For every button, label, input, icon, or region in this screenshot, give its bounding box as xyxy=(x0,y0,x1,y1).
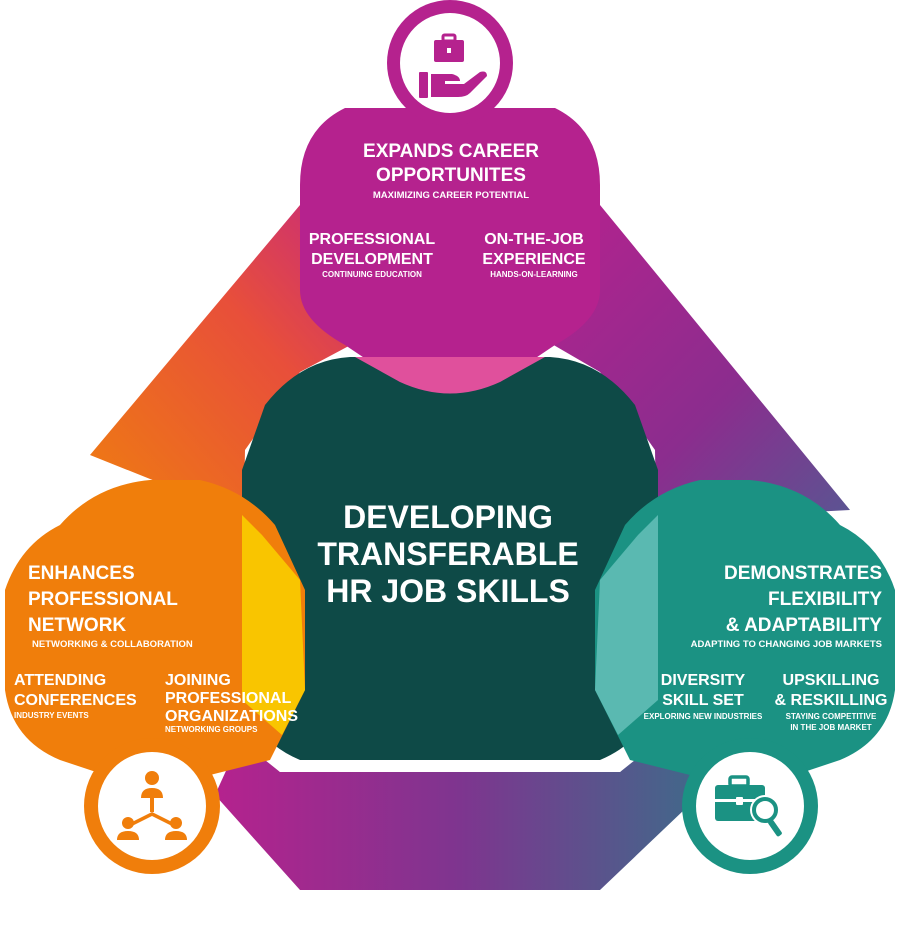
center-hexagon xyxy=(242,357,658,760)
top-icon-badge xyxy=(387,0,513,126)
left-icon-badge xyxy=(84,738,220,874)
right-hexagon xyxy=(595,480,895,790)
top-item-title-line: PROFESSIONAL xyxy=(309,231,435,248)
top-section-text: EXPANDS CAREER OPPORTUNITES MAXIMIZING C… xyxy=(309,141,586,279)
center-title-line: DEVELOPING xyxy=(343,499,553,535)
right-icon-badge xyxy=(682,738,818,874)
right-item-note: STAYING COMPETITIVE xyxy=(786,712,877,721)
center-title-line: TRANSFERABLE xyxy=(317,536,578,572)
people-network-icon xyxy=(117,771,187,840)
briefcase-magnifier-icon xyxy=(715,775,782,837)
top-hexagon xyxy=(300,108,600,382)
left-item-title-line: PROFESSIONAL xyxy=(165,690,291,707)
top-item-note: HANDS-ON-LEARNING xyxy=(490,270,578,279)
center-title: DEVELOPING TRANSFERABLE HR JOB SKILLS xyxy=(317,499,578,609)
right-title-line: & ADAPTABILITY xyxy=(726,615,883,636)
top-subtitle: MAXIMIZING CAREER POTENTIAL xyxy=(373,190,529,201)
top-item-title-line: DEVELOPMENT xyxy=(311,251,433,268)
left-hexagon xyxy=(5,480,305,790)
right-title-line: FLEXIBILITY xyxy=(768,589,882,610)
right-overlap xyxy=(595,515,658,735)
right-item-title-line: SKILL SET xyxy=(662,692,744,709)
left-item-title-line: JOINING xyxy=(165,672,231,689)
left-section-text: ENHANCES PROFESSIONAL NETWORK NETWORKING… xyxy=(14,563,298,734)
left-title-line: PROFESSIONAL xyxy=(28,589,178,610)
hand-holding-briefcase-icon xyxy=(419,33,487,98)
top-item-title-line: ON-THE-JOB xyxy=(484,231,584,248)
right-title-line: DEMONSTRATES xyxy=(724,563,882,584)
top-overlap xyxy=(355,357,545,394)
right-item-note: IN THE JOB MARKET xyxy=(790,723,871,732)
left-subtitle: NETWORKING & COLLABORATION xyxy=(32,639,193,650)
left-item-note: NETWORKING GROUPS xyxy=(165,725,258,734)
top-title-line: EXPANDS CAREER xyxy=(363,141,539,162)
left-title-line: NETWORK xyxy=(28,615,126,636)
left-title-line: ENHANCES xyxy=(28,563,135,584)
right-item-title-line: & RESKILLING xyxy=(775,692,888,709)
ring-segment-bottom xyxy=(215,740,705,890)
left-item-title-line: ORGANIZATIONS xyxy=(165,708,298,725)
left-overlap xyxy=(242,515,305,735)
right-item-title-line: DIVERSITY xyxy=(661,672,746,689)
left-item-title-line: ATTENDING xyxy=(14,672,106,689)
top-title-line: OPPORTUNITES xyxy=(376,165,526,186)
top-item-title-line: EXPERIENCE xyxy=(482,251,585,268)
top-item-note: CONTINUING EDUCATION xyxy=(322,270,422,279)
center-title-line: HR JOB SKILLS xyxy=(326,573,570,609)
ring-segment-top-left xyxy=(90,205,360,515)
left-item-note: INDUSTRY EVENTS xyxy=(14,711,89,720)
right-item-note: EXPLORING NEW INDUSTRIES xyxy=(644,712,763,721)
left-item-title-line: CONFERENCES xyxy=(14,692,137,709)
right-subtitle: ADAPTING TO CHANGING JOB MARKETS xyxy=(691,639,882,650)
right-section-text: DEMONSTRATES FLEXIBILITY & ADAPTABILITY … xyxy=(691,563,883,650)
ring-segment-top-right xyxy=(545,205,850,520)
right-items-text: DIVERSITY SKILL SET EXPLORING NEW INDUST… xyxy=(644,672,888,732)
right-item-title-line: UPSKILLING xyxy=(783,672,880,689)
